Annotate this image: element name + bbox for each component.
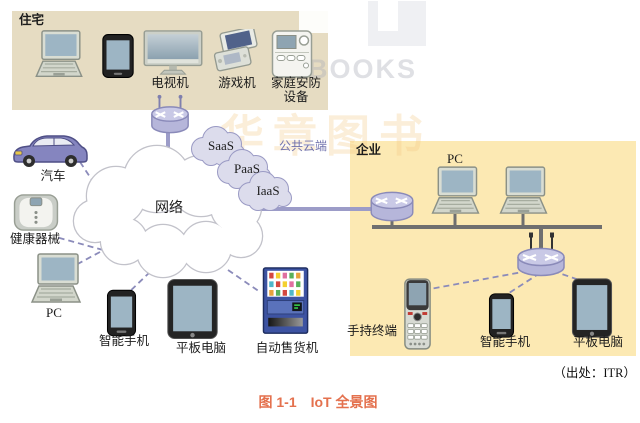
smartphone-bottom-label: 智能手机 (98, 334, 150, 348)
smartphone-icon (101, 33, 135, 79)
enterprise-zone-title: 企业 (356, 143, 382, 157)
enterprise-laptop-right-icon (491, 165, 556, 219)
smartphone-bottom-icon (106, 288, 137, 338)
game-console-label: 游戏机 (218, 76, 256, 90)
saas-label: SaaS (208, 138, 234, 153)
paas-label: PaaS (234, 161, 260, 176)
figure-source: （出处：ITR） (553, 366, 636, 380)
figure-caption: 图 1-1 IoT 全景图 (258, 394, 378, 410)
public-cloud-label: 公共云端 (278, 139, 328, 153)
home-router-icon (147, 93, 193, 137)
enterprise-tablet-label: 平板电脑 (572, 335, 624, 349)
car-icon (8, 131, 90, 171)
tablet-bottom-label: 平板电脑 (175, 341, 227, 355)
tv-icon (142, 30, 204, 76)
vending-machine-icon (261, 266, 312, 337)
car-label: 汽车 (40, 169, 66, 183)
health-label: 健康器械 (9, 232, 61, 246)
enterprise-router-icon (369, 190, 415, 224)
laptop-icon (24, 29, 94, 82)
network-cloud-label: 网络 (155, 199, 183, 215)
enterprise-pc-label: PC (447, 151, 463, 166)
tv-label: 电视机 (151, 76, 189, 90)
game-console-icon (209, 29, 261, 73)
enterprise-smartphone-icon (488, 292, 515, 339)
health-device-icon (12, 193, 60, 232)
enterprise-tablet-icon (571, 277, 613, 339)
handheld-terminal-icon (402, 277, 433, 351)
access-point-icon (515, 230, 567, 278)
iaas-label: IaaS (256, 183, 280, 198)
security-label-line2: 设备 (283, 90, 309, 104)
home-zone-title: 住宅 (19, 13, 45, 27)
vending-label: 自动售货机 (255, 341, 319, 355)
security-panel-icon (271, 29, 313, 79)
enterprise-smartphone-label: 智能手机 (479, 335, 531, 349)
security-label-line1: 家庭安防 (270, 76, 322, 90)
tablet-bottom-icon (166, 278, 219, 340)
enterprise-laptop-left-icon (423, 165, 488, 219)
pc-left-label: PC (46, 305, 62, 320)
pc-laptop-icon (22, 252, 90, 308)
handheld-label: 手持终端 (347, 324, 398, 338)
